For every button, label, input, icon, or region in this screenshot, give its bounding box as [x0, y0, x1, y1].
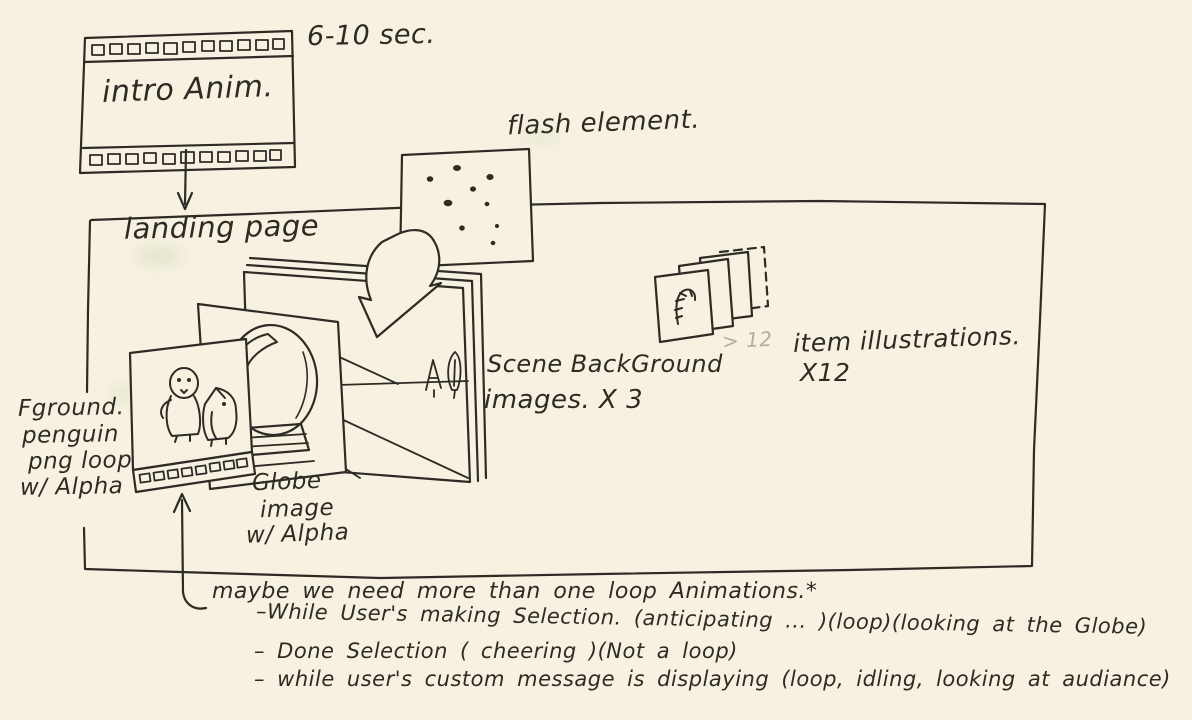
notes-title: maybe we need more than one loop Animati…: [212, 579, 818, 604]
candy-cane: [674, 288, 697, 325]
penguin-foreground-card: [128, 337, 257, 494]
flash-element-label: flash element.: [506, 104, 701, 142]
film-sprockets-bottom: [89, 149, 282, 166]
flash-particles-box: [398, 147, 535, 269]
globe-label-line2: image: [259, 494, 335, 524]
fground-label-line3: png loop: [27, 447, 133, 475]
fground-label-line4: w/ Alpha: [19, 473, 124, 501]
item-illustration-cards: [653, 245, 770, 344]
item-count-label: X12: [800, 358, 851, 387]
film-strip: [78, 29, 297, 175]
fground-label-line2: penguin: [21, 421, 120, 449]
scene-bg-label-line1: Scene BackGround: [487, 350, 723, 378]
globe-label-line1: Globe: [251, 467, 322, 497]
globe-label-line3: w/ Alpha: [245, 519, 350, 549]
intro-anim-label: intro Anim.: [101, 69, 275, 110]
particle-dots: [426, 165, 499, 246]
penguin-pointer-arrow: [172, 492, 208, 610]
curved-flow-arrow: [357, 229, 443, 339]
duration-label: 6-10 sec.: [306, 18, 436, 53]
film-sprockets-top: [91, 38, 285, 56]
penguins: [160, 367, 238, 447]
landing-page-label: landing page: [123, 208, 320, 246]
intro-down-arrow: [176, 148, 194, 211]
item-count-faint-mark: > 12: [721, 326, 774, 354]
pine-trees: [425, 351, 462, 399]
scene-bg-label-line2: images. X 3: [484, 385, 644, 415]
film-band-sprockets: [138, 457, 249, 484]
notes-bullet-3: – while user's custom message is display…: [254, 667, 1171, 691]
notes-bullet-2: – Done Selection ( cheering )(Not a loop…: [254, 639, 738, 663]
fground-label-line1: Fground.: [17, 394, 125, 422]
